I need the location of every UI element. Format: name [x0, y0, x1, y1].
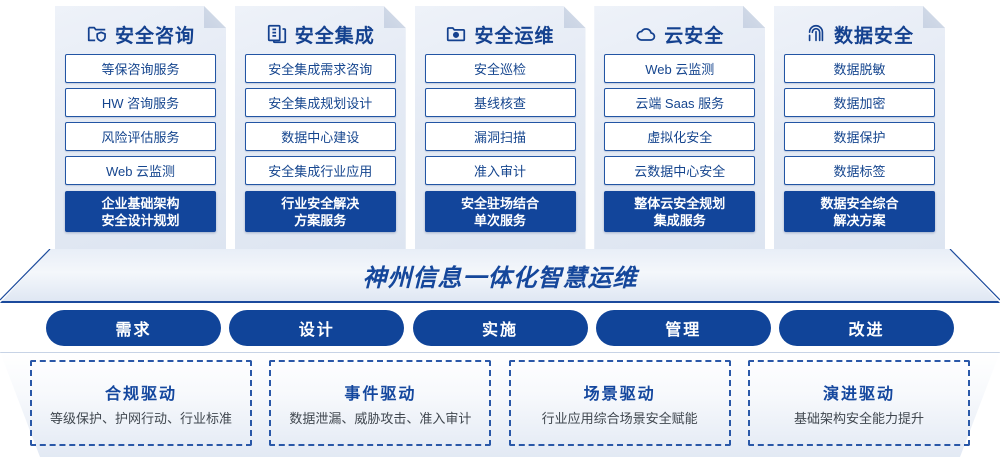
pillar-summary-banner[interactable]: 安全驻场结合 单次服务 — [425, 191, 576, 232]
list-item[interactable]: 云数据中心安全 — [604, 156, 755, 185]
pillar-title: 安全咨询 — [114, 25, 195, 47]
list-item[interactable]: 云端 Saas 服务 — [604, 88, 755, 117]
summary-line-2: 安全设计规划 — [101, 212, 180, 228]
driver-card-evolution[interactable]: 演进驱动 基础架构安全能力提升 — [747, 360, 970, 446]
pillar-header: 云安全 — [604, 14, 755, 54]
list-item[interactable]: Web 云监测 — [65, 156, 216, 185]
list-item[interactable]: 漏洞扫描 — [425, 122, 576, 151]
pillar-header: 安全集成 — [245, 14, 396, 54]
summary-line-2: 解决方案 — [833, 212, 886, 228]
summary-line-1: 企业基础架构 — [101, 195, 180, 211]
lifecycle-stage-row: 需求 设计 实施 管理 改进 — [0, 310, 1000, 348]
pillar-item-list: Web 云监测 云端 Saas 服务 虚拟化安全 云数据中心安全 — [604, 54, 755, 185]
pillar-header: 数据安全 — [784, 14, 935, 54]
summary-line-1: 整体云安全规划 — [634, 195, 726, 211]
list-item[interactable]: Web 云监测 — [604, 54, 755, 83]
pillar-header: 安全咨询 — [65, 14, 216, 54]
list-item[interactable]: 数据脱敏 — [784, 54, 935, 83]
pillar-title: 云安全 — [664, 25, 725, 47]
list-item[interactable]: 安全巡检 — [425, 54, 576, 83]
driver-description: 数据泄漏、威胁攻击、准入审计 — [289, 410, 472, 426]
list-item[interactable]: 等保咨询服务 — [65, 54, 216, 83]
list-item[interactable]: 数据标签 — [784, 156, 935, 185]
stage-pill-management[interactable]: 管理 — [595, 310, 771, 346]
pillar-title: 安全运维 — [474, 25, 555, 47]
list-item[interactable]: 数据保护 — [784, 122, 935, 151]
list-item[interactable]: 安全集成需求咨询 — [245, 54, 396, 83]
pillar-title: 数据安全 — [833, 25, 914, 47]
fingerprint-icon — [805, 23, 827, 45]
driver-title: 场景驱动 — [583, 385, 656, 403]
pillar-summary-banner[interactable]: 数据安全综合 解决方案 — [784, 191, 935, 232]
list-item[interactable]: 风险评估服务 — [65, 122, 216, 151]
pillar-card-security-consulting[interactable]: 安全咨询 等保咨询服务 HW 咨询服务 风险评估服务 Web 云监测 企业基础架… — [55, 6, 226, 249]
pillar-summary-banner[interactable]: 企业基础架构 安全设计规划 — [65, 191, 216, 232]
folder-shield-icon — [86, 23, 108, 45]
pillar-header: 安全运维 — [425, 14, 576, 54]
driver-description: 行业应用综合场景安全赋能 — [541, 410, 698, 426]
pillar-title: 安全集成 — [294, 25, 375, 47]
stage-pill-improvement[interactable]: 改进 — [779, 310, 954, 346]
pillar-item-list: 安全巡检 基线核查 漏洞扫描 准入审计 — [425, 54, 576, 185]
list-item[interactable]: 安全集成行业应用 — [245, 156, 396, 185]
stage-pill-implementation[interactable]: 实施 — [412, 310, 588, 346]
summary-line-1: 安全驻场结合 — [460, 195, 539, 211]
pillar-card-data-security[interactable]: 数据安全 数据脱敏 数据加密 数据保护 数据标签 数据安全综合 解决方案 — [774, 6, 945, 249]
stage-pill-design[interactable]: 设计 — [229, 310, 405, 346]
pillar-card-security-operations[interactable]: 安全运维 安全巡检 基线核查 漏洞扫描 准入审计 安全驻场结合 单次服务 — [415, 6, 586, 249]
summary-line-2: 单次服务 — [473, 212, 526, 228]
list-item[interactable]: 数据加密 — [784, 88, 935, 117]
platform-banner-title: 神州信息一体化智慧运维 — [362, 264, 638, 292]
summary-line-2: 方案服务 — [294, 212, 347, 228]
list-item[interactable]: 虚拟化安全 — [604, 122, 755, 151]
pillar-item-list: 安全集成需求咨询 安全集成规划设计 数据中心建设 安全集成行业应用 — [245, 54, 396, 185]
pillar-summary-banner[interactable]: 整体云安全规划 集成服务 — [604, 191, 755, 232]
drivers-row: 合规驱动 等级保护、护网行动、行业标准 事件驱动 数据泄漏、威胁攻击、准入审计 … — [0, 352, 1000, 456]
driver-title: 合规驱动 — [104, 385, 177, 403]
driver-title: 事件驱动 — [344, 385, 417, 403]
cloud-icon — [635, 23, 657, 45]
platform-banner: 神州信息一体化智慧运维 — [0, 249, 1000, 303]
list-item[interactable]: 准入审计 — [425, 156, 576, 185]
pillar-item-list: 数据脱敏 数据加密 数据保护 数据标签 — [784, 54, 935, 185]
copy-documents-icon — [266, 23, 288, 45]
pillar-card-security-integration[interactable]: 安全集成 安全集成需求咨询 安全集成规划设计 数据中心建设 安全集成行业应用 行… — [235, 6, 406, 249]
list-item[interactable]: 基线核查 — [425, 88, 576, 117]
list-item[interactable]: 数据中心建设 — [245, 122, 396, 151]
driver-description: 基础架构安全能力提升 — [793, 410, 924, 426]
drivers-panel-background — [0, 352, 1000, 457]
summary-line-1: 数据安全综合 — [820, 195, 899, 211]
list-item[interactable]: 安全集成规划设计 — [245, 88, 396, 117]
service-pillars-row: 安全咨询 等保咨询服务 HW 咨询服务 风险评估服务 Web 云监测 企业基础架… — [0, 6, 1000, 254]
stage-pill-demand[interactable]: 需求 — [46, 310, 221, 346]
driver-card-incident[interactable]: 事件驱动 数据泄漏、威胁攻击、准入审计 — [269, 360, 492, 446]
driver-card-scenario[interactable]: 场景驱动 行业应用综合场景安全赋能 — [508, 360, 731, 446]
summary-line-1: 行业安全解决 — [281, 195, 360, 211]
folder-chart-icon — [445, 23, 467, 45]
pillar-summary-banner[interactable]: 行业安全解决 方案服务 — [245, 191, 396, 232]
list-item[interactable]: HW 咨询服务 — [65, 88, 216, 117]
driver-card-compliance[interactable]: 合规驱动 等级保护、护网行动、行业标准 — [30, 360, 252, 446]
driver-description: 等级保护、护网行动、行业标准 — [49, 410, 232, 426]
pillar-card-cloud-security[interactable]: 云安全 Web 云监测 云端 Saas 服务 虚拟化安全 云数据中心安全 整体云… — [594, 6, 765, 249]
driver-title: 演进驱动 — [822, 385, 895, 403]
pillar-item-list: 等保咨询服务 HW 咨询服务 风险评估服务 Web 云监测 — [65, 54, 216, 185]
summary-line-2: 集成服务 — [653, 212, 706, 228]
